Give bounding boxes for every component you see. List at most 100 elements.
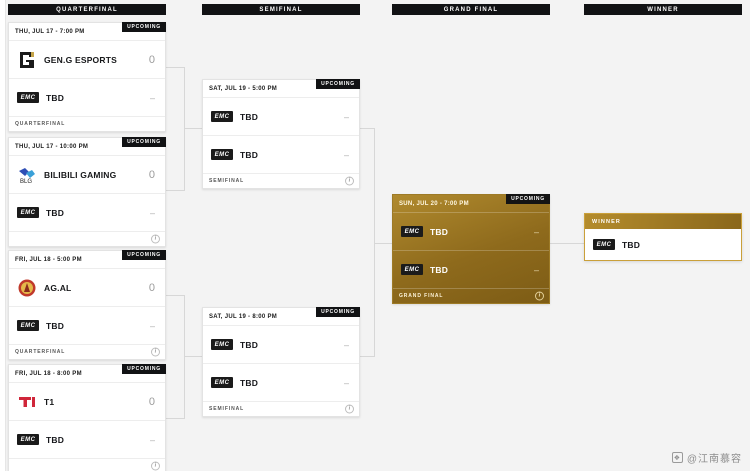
team-name: TBD [240, 111, 259, 122]
match-card-qf2[interactable]: THU, JUL 17 - 10:00 PM UPCOMING BLG BILI… [8, 137, 166, 247]
team-row[interactable]: EMC TBD – [393, 213, 549, 250]
divider [9, 116, 165, 117]
match-footer: QUARTERFINAL [9, 117, 165, 131]
match-date: SUN, JUL 20 - 7:00 PM [399, 200, 469, 207]
match-date: THU, JUL 17 - 7:00 PM [15, 28, 85, 35]
match-header: SUN, JUL 20 - 7:00 PM UPCOMING [393, 194, 550, 212]
divider [9, 344, 165, 345]
connector [166, 190, 184, 191]
team-name: GEN.G ESPORTS [44, 54, 117, 65]
round-header-quarterfinal: QUARTERFINAL [8, 4, 166, 15]
connector [166, 295, 184, 296]
winner-card[interactable]: WINNER EMC TBD [584, 213, 742, 261]
info-icon[interactable]: i [535, 291, 544, 301]
geng-logo [17, 50, 37, 70]
team-score: – [149, 207, 155, 218]
team-row[interactable]: EMC TBD – [393, 251, 549, 288]
team-score: – [343, 377, 349, 388]
match-header: THU, JUL 17 - 10:00 PM UPCOMING [9, 137, 166, 155]
team-name: TBD [622, 239, 641, 250]
team-name: TBD [430, 226, 449, 237]
match-date: SAT, JUL 19 - 8:00 PM [209, 313, 278, 320]
info-icon[interactable]: i [345, 176, 354, 186]
match-card-grand-final[interactable]: SUN, JUL 20 - 7:00 PM UPCOMING EMC TBD –… [392, 194, 550, 304]
watermark-text: @江南慕容 [686, 454, 742, 465]
divider [9, 231, 165, 232]
tbd-logo: EMC [593, 239, 615, 250]
divider [9, 155, 165, 156]
team-row[interactable]: AG.AL 0 [9, 269, 165, 306]
divider [393, 288, 549, 289]
team-score: – [149, 434, 155, 445]
round-header-label: GRAND FINAL [443, 6, 499, 13]
divider [9, 420, 165, 421]
team-row[interactable]: EMC TBD – [9, 307, 165, 344]
connector [358, 356, 374, 357]
match-card-qf1[interactable]: THU, JUL 17 - 7:00 PM UPCOMING GEN.G ESP… [8, 22, 166, 132]
info-icon[interactable]: i [151, 347, 160, 357]
info-icon[interactable]: i [345, 404, 354, 414]
match-date: SAT, JUL 19 - 5:00 PM [209, 85, 278, 92]
team-row[interactable]: EMC TBD – [9, 421, 165, 458]
divider [203, 325, 359, 326]
match-footer: GRAND FINAL i [393, 289, 549, 303]
team-score: – [533, 226, 539, 237]
round-header-grand-final: GRAND FINAL [392, 4, 550, 15]
team-row[interactable]: EMC TBD [585, 229, 741, 260]
tbd-logo: EMC [17, 207, 39, 218]
team-score: – [343, 149, 349, 160]
connector [166, 67, 184, 68]
blg-logo: BLG [17, 165, 37, 185]
connector [184, 128, 202, 129]
match-header: SAT, JUL 19 - 8:00 PM UPCOMING [203, 307, 360, 325]
match-date: FRI, JUL 18 - 5:00 PM [15, 256, 82, 263]
match-footer: SEMIFINAL i [203, 402, 359, 416]
round-label: SEMIFINAL [209, 406, 245, 412]
match-card-sf1[interactable]: SAT, JUL 19 - 5:00 PM UPCOMING EMC TBD –… [202, 79, 360, 189]
match-date: THU, JUL 17 - 10:00 PM [15, 143, 89, 150]
winner-label: WINNER [592, 218, 621, 225]
info-icon[interactable]: i [151, 461, 160, 471]
watermark: ❖ @江南慕容 [671, 450, 742, 465]
team-row[interactable]: EMC TBD – [203, 364, 359, 401]
divider [9, 382, 165, 383]
team-row[interactable]: GEN.G ESPORTS 0 [9, 41, 165, 78]
svg-text:BLG: BLG [20, 179, 32, 185]
team-row[interactable]: EMC TBD – [9, 79, 165, 116]
divider [9, 40, 165, 41]
match-date: FRI, JUL 18 - 8:00 PM [15, 370, 82, 377]
match-footer: i [9, 232, 165, 246]
divider [203, 363, 359, 364]
team-score: – [343, 111, 349, 122]
divider [9, 458, 165, 459]
team-row[interactable]: EMC TBD – [9, 194, 165, 231]
info-icon[interactable]: i [151, 234, 160, 244]
team-score: – [149, 320, 155, 331]
connector [550, 243, 584, 244]
agal-logo [17, 278, 37, 298]
left-rail [0, 0, 6, 471]
connector [184, 295, 185, 419]
tbd-logo: EMC [211, 339, 233, 350]
match-card-qf3[interactable]: FRI, JUL 18 - 5:00 PM UPCOMING AG.AL 0 E… [8, 250, 166, 360]
match-card-qf4[interactable]: FRI, JUL 18 - 8:00 PM UPCOMING T1 0 EMC … [8, 364, 166, 471]
match-card-sf2[interactable]: SAT, JUL 19 - 8:00 PM UPCOMING EMC TBD –… [202, 307, 360, 417]
team-row[interactable]: EMC TBD – [203, 326, 359, 363]
winner-header: WINNER [585, 214, 741, 229]
app-icon: ❖ [671, 452, 683, 463]
team-row[interactable]: BLG BILIBILI GAMING 0 [9, 156, 165, 193]
round-label: GRAND FINAL [399, 293, 444, 299]
status-badge: UPCOMING [122, 22, 166, 32]
connector [374, 128, 375, 357]
match-header: FRI, JUL 18 - 5:00 PM UPCOMING [9, 250, 166, 268]
round-header-semifinal: SEMIFINAL [202, 4, 360, 15]
divider [203, 97, 359, 98]
team-row[interactable]: EMC TBD – [203, 136, 359, 173]
match-header: THU, JUL 17 - 7:00 PM UPCOMING [9, 22, 166, 40]
round-header-label: SEMIFINAL [259, 6, 303, 13]
team-row[interactable]: EMC TBD – [203, 98, 359, 135]
round-header-label: QUARTERFINAL [56, 6, 118, 13]
team-row[interactable]: T1 0 [9, 383, 165, 420]
tbd-logo: EMC [211, 111, 233, 122]
